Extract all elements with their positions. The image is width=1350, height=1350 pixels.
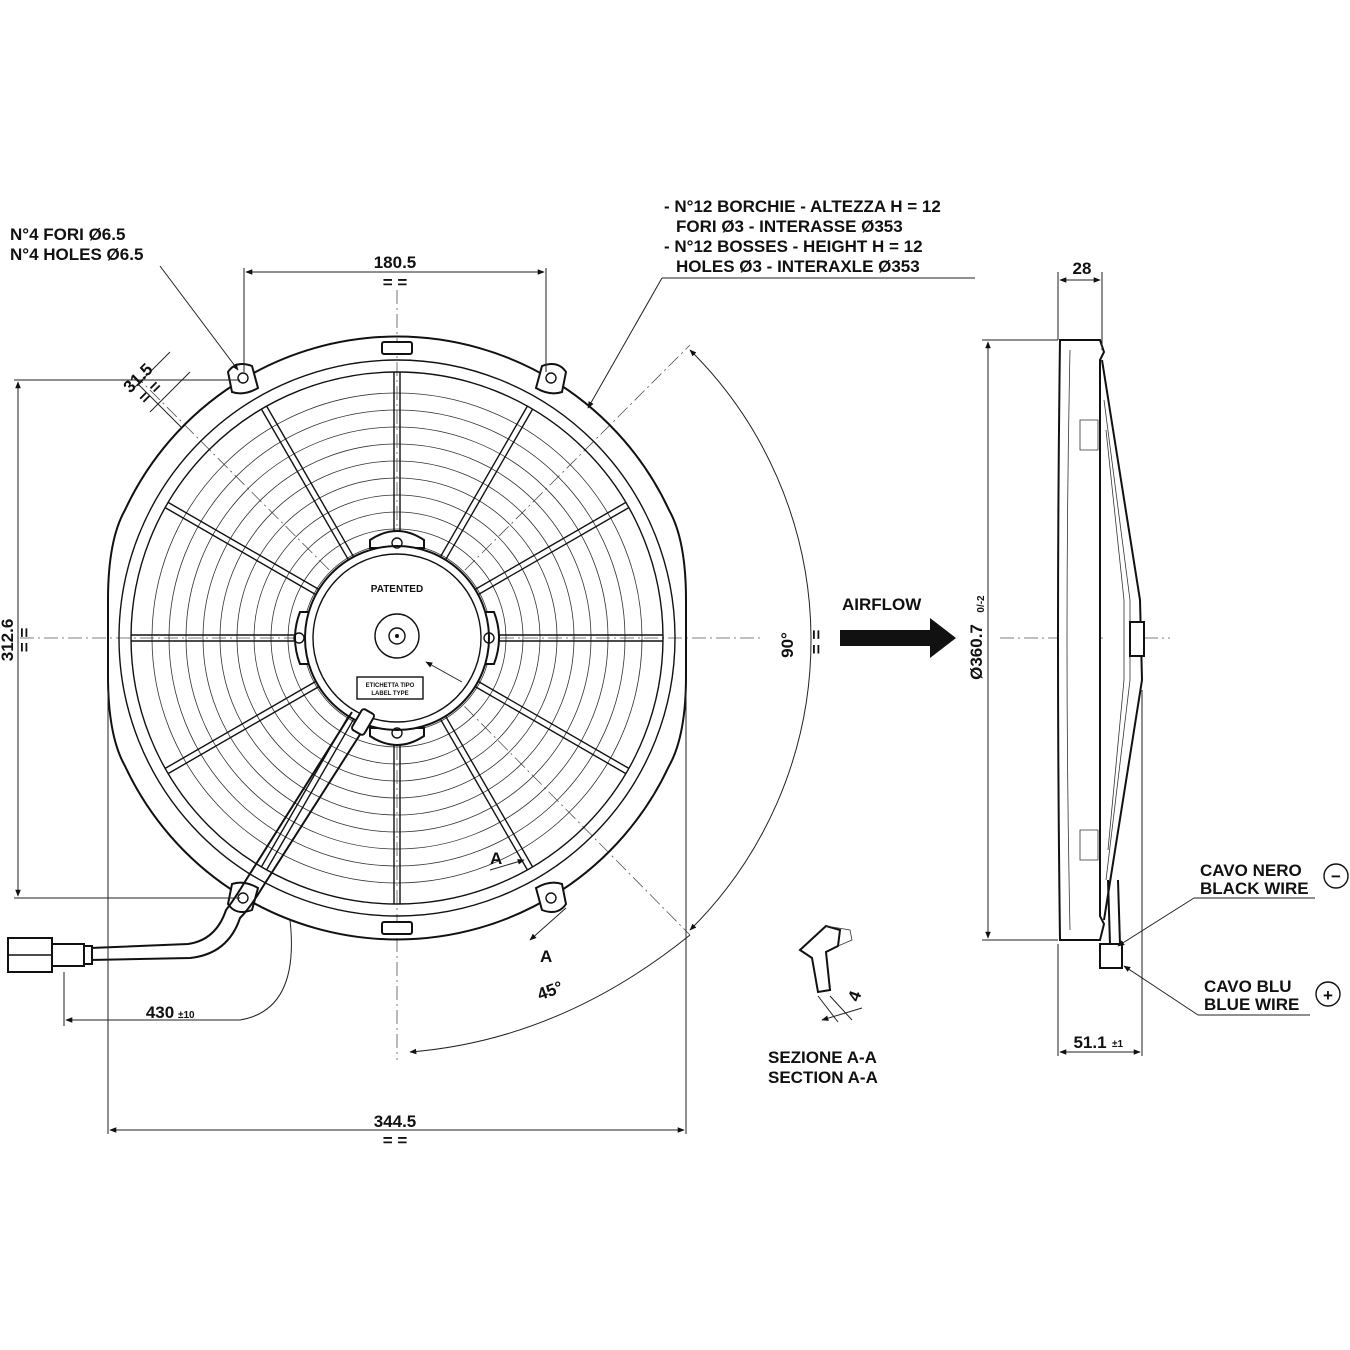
mounting-ear-br bbox=[534, 881, 568, 913]
guard-spoke bbox=[265, 405, 355, 558]
airflow-indicator: AIRFLOW bbox=[840, 595, 956, 658]
guard-spoke bbox=[167, 501, 320, 591]
label-type-en: LABEL TYPE bbox=[371, 691, 408, 697]
guard-spoke bbox=[260, 408, 350, 561]
dim-angle-90: 90° bbox=[778, 632, 797, 658]
airflow-label: AIRFLOW bbox=[842, 595, 922, 614]
section-marker-bottom: A bbox=[540, 947, 552, 966]
section-marker-top: A bbox=[490, 849, 502, 868]
minus-sign: − bbox=[1331, 867, 1341, 886]
black-wire-en: BLACK WIRE bbox=[1200, 879, 1309, 898]
patented-text: PATENTED bbox=[371, 584, 423, 595]
label-type-box bbox=[356, 676, 424, 700]
guard-spoke bbox=[265, 718, 355, 871]
side-depth: 28 bbox=[1073, 259, 1092, 278]
dim-cable-length: 430 bbox=[146, 1003, 174, 1022]
section-view: 4 SEZIONE A-A SECTION A-A bbox=[768, 924, 878, 1087]
notes: N°4 FORI Ø6.5 N°4 HOLES Ø6.5 - N°12 BORC… bbox=[10, 197, 975, 409]
bosses-note-2: FORI Ø3 - INTERASSE Ø353 bbox=[676, 217, 903, 236]
dim-angle-90-equal: = = bbox=[807, 630, 826, 655]
holes-note-en: N°4 HOLES Ø6.5 bbox=[10, 245, 143, 264]
guard-spoke bbox=[477, 680, 630, 770]
dim-top-width-equal: = = bbox=[383, 273, 408, 292]
blue-wire-it: CAVO BLU bbox=[1204, 977, 1292, 996]
holes-note-it: N°4 FORI Ø6.5 bbox=[10, 225, 125, 244]
mounting-ear-bl bbox=[226, 881, 260, 913]
side-shroud bbox=[1057, 339, 1106, 941]
guard-spoke bbox=[439, 405, 529, 558]
section-thickness: 4 bbox=[844, 988, 865, 1004]
guard-spoke bbox=[474, 685, 627, 775]
plus-icon bbox=[1315, 981, 1341, 1007]
guard-spoke bbox=[167, 685, 320, 775]
dim-height: 312.6 bbox=[0, 619, 17, 662]
plus-sign: + bbox=[1323, 986, 1333, 1005]
motor-hub: PATENTED ETICHETTA TIPO LABEL TYPE bbox=[293, 530, 500, 746]
side-view: 28 Ø360.7 0/-2 51.1 ±1 CAVO NERO BLACK W… bbox=[967, 259, 1349, 1056]
dim-cable-tol: ±10 bbox=[178, 1010, 195, 1021]
mounting-ear-tl bbox=[226, 363, 260, 395]
bosses-note-4: HOLES Ø3 - INTERAXLE Ø353 bbox=[676, 257, 920, 276]
label-type-it: ETICHETTA TIPO bbox=[366, 683, 415, 689]
dim-height-equal: = = bbox=[15, 628, 34, 653]
section-label-it: SEZIONE A-A bbox=[768, 1048, 877, 1067]
dim-bottom-width: 344.5 bbox=[374, 1112, 417, 1131]
airflow-arrow-icon bbox=[840, 618, 956, 658]
section-label-en: SECTION A-A bbox=[768, 1068, 878, 1087]
side-diameter-tol: 0/-2 bbox=[976, 595, 987, 613]
dim-top-width: 180.5 bbox=[374, 253, 417, 272]
dim-bottom-width-equal: = = bbox=[383, 1131, 408, 1150]
guard-spoke bbox=[164, 506, 317, 596]
guard-spoke bbox=[477, 506, 630, 596]
blue-wire-en: BLUE WIRE bbox=[1204, 995, 1299, 1014]
front-dimensions: 180.5 = = 312.6 = = 31.5 = = 344.5 = = 4… bbox=[0, 253, 826, 1150]
mounting-ear-tr bbox=[534, 363, 568, 395]
guard-spoke bbox=[444, 408, 534, 561]
cable-connector bbox=[7, 708, 375, 973]
side-diameter: Ø360.7 bbox=[967, 624, 986, 680]
guard-spoke bbox=[444, 715, 534, 868]
fan-shroud-outline bbox=[107, 335, 687, 941]
guard-spoke bbox=[474, 501, 627, 591]
guard-spoke bbox=[439, 718, 529, 871]
guard-spokes bbox=[131, 372, 663, 904]
front-view: PATENTED ETICHETTA TIPO LABEL TYPE A A bbox=[7, 290, 760, 1060]
dim-angle-45: 45° bbox=[535, 977, 566, 1004]
guard-rings bbox=[151, 392, 643, 884]
side-total-tol: ±1 bbox=[1112, 1039, 1123, 1050]
side-total-depth: 51.1 bbox=[1073, 1033, 1106, 1052]
minus-icon bbox=[1323, 863, 1349, 889]
bosses-note-1: - N°12 BORCHIE - ALTEZZA H = 12 bbox=[664, 197, 941, 216]
guard-spoke bbox=[164, 680, 317, 770]
bosses-note-3: - N°12 BOSSES - HEIGHT H = 12 bbox=[664, 237, 923, 256]
black-wire-it: CAVO NERO bbox=[1200, 861, 1302, 880]
